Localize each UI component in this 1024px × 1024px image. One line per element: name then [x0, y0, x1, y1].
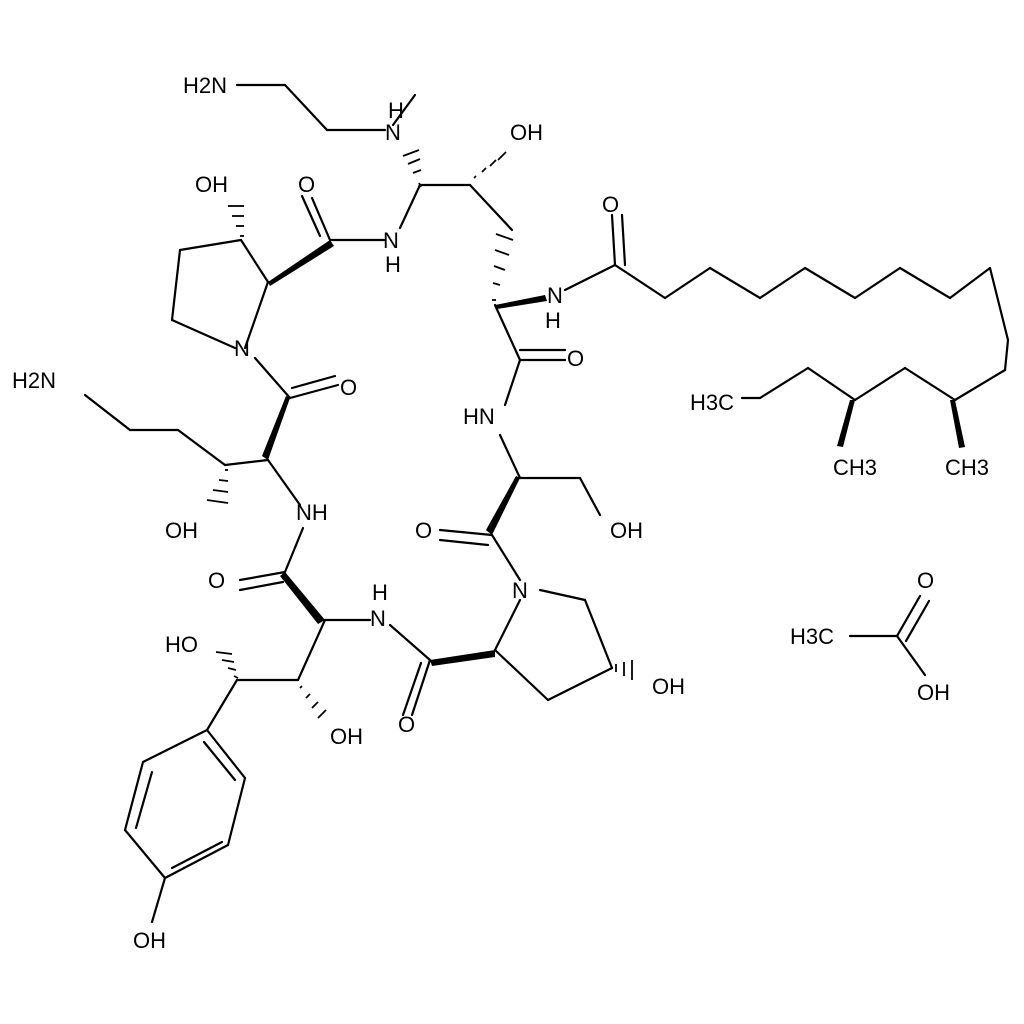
label-hn-ring: HN — [463, 404, 495, 429]
label-o-carbonyl-b: O — [340, 375, 357, 400]
label-oh-hydroxyethyl: OH — [510, 120, 543, 145]
label-oh-proline-a: OH — [195, 172, 228, 197]
label-oh-vicinal: OH — [330, 724, 363, 749]
label-h3c-chain-end: H3C — [690, 390, 734, 415]
label-ch3-branch-2: CH3 — [945, 455, 989, 480]
label-o-acyl: O — [602, 192, 619, 217]
label-nh-side-n: N — [385, 120, 401, 145]
label-n-proline-b: N — [512, 578, 528, 603]
label-o-lower-amide: O — [398, 712, 415, 737]
label-o-serine: O — [415, 518, 432, 543]
label-oh-phenol: OH — [133, 928, 166, 953]
label-h-acyl: H — [545, 308, 561, 333]
atom-labels: H2N H N OH OH O N H O N H N O O HN H2N O… — [12, 73, 989, 953]
label-nh-amide-a-h: H — [385, 252, 401, 277]
label-nh-lower-n: N — [370, 606, 386, 631]
label-o-amide-a: O — [298, 172, 315, 197]
label-nh-amide-a-n: N — [383, 228, 399, 253]
label-nh2-left: H2N — [12, 368, 56, 393]
label-nh-lower-h: H — [372, 580, 388, 605]
hashed-bonds — [206, 149, 633, 719]
label-h3c-acetate: H3C — [790, 624, 834, 649]
label-nh-mid: NH — [296, 500, 328, 525]
bond-lines — [83, 83, 1010, 924]
label-ch3-branch-1: CH3 — [833, 455, 877, 480]
label-n-proline-a: N — [234, 336, 250, 361]
label-oh-serine: OH — [610, 518, 643, 543]
label-nh-side-h: H — [388, 98, 404, 123]
label-oh-proline-b: OH — [652, 674, 685, 699]
label-o-carbonyl-c: O — [567, 346, 584, 371]
label-ho-benzylic: HO — [165, 632, 198, 657]
label-oh-acetate: OH — [917, 680, 950, 705]
label-nh2-top: H2N — [183, 73, 227, 98]
label-oh-ornithine: OH — [165, 518, 198, 543]
wedge-bonds — [262, 240, 965, 666]
label-o-acetate: O — [917, 568, 934, 593]
label-o-threonine-c: O — [208, 568, 225, 593]
label-n-acyl: N — [547, 283, 563, 308]
